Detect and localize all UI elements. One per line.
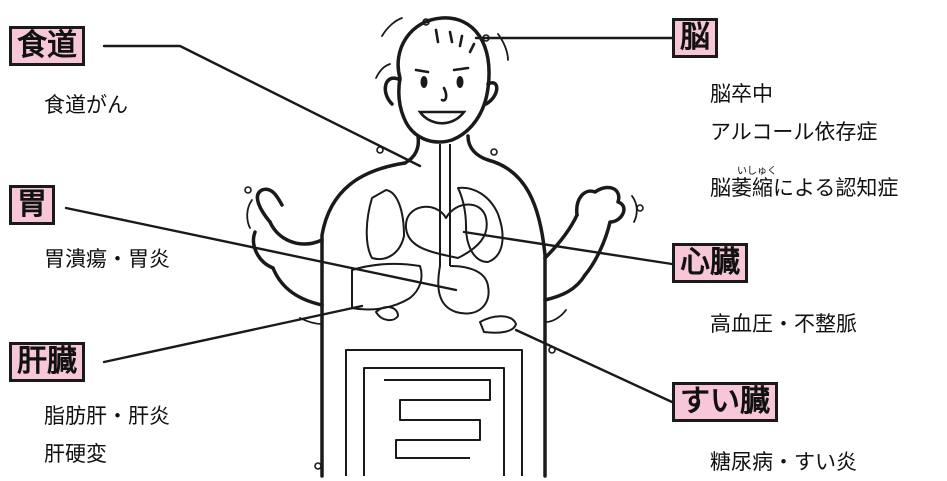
eyebrows: [416, 68, 468, 72]
leader-pancreas: [516, 330, 672, 402]
disease-pancreas-0: 糖尿病・すい炎: [710, 450, 857, 475]
label-heart: 心臓: [672, 243, 748, 283]
ruby-ishuku: いしゅく: [737, 162, 777, 177]
label-esophagus: 食道: [9, 26, 85, 66]
stomach-organ: [438, 266, 488, 314]
small-intestine: [384, 380, 490, 458]
pancreas-organ: [480, 316, 516, 332]
disease-heart-0: 高血圧・不整脈: [710, 312, 857, 337]
lungs-left: [367, 190, 404, 259]
label-liver: 肝臓: [9, 342, 85, 382]
label-brain: 脳: [672, 18, 718, 58]
disease-stomach-0: 胃潰瘍・胃炎: [44, 247, 170, 272]
lungs-right: [458, 188, 503, 262]
gallbladder: [376, 307, 398, 320]
disease-liver-0: 脂肪肝・肝炎: [44, 404, 170, 429]
mouth: [420, 112, 464, 123]
esophagus-tube: [440, 144, 450, 266]
disease-brain-0: 脳卒中: [710, 82, 773, 107]
left-eye: [421, 76, 428, 88]
right-eye: [457, 76, 464, 88]
heart-organ: [406, 205, 487, 259]
hair-strokes: [436, 30, 474, 52]
disease-liver-1: 肝硬変: [44, 442, 107, 467]
motion-marks: [247, 18, 637, 324]
disease-esophagus-0: 食道がん: [44, 93, 128, 118]
label-pancreas: すい臓: [672, 382, 778, 422]
right-arm: [545, 215, 585, 300]
right-hand: [577, 187, 624, 275]
left-hand: [254, 189, 282, 268]
leader-esophagus: [104, 46, 420, 166]
disease-brain-1: アルコール依存症: [710, 120, 877, 145]
leader-heart: [464, 232, 672, 264]
disease-brain-2: 脳萎縮による認知症: [710, 176, 898, 201]
left-arm: [270, 222, 322, 305]
label-stomach: 胃: [9, 185, 55, 225]
nose: [442, 88, 446, 100]
